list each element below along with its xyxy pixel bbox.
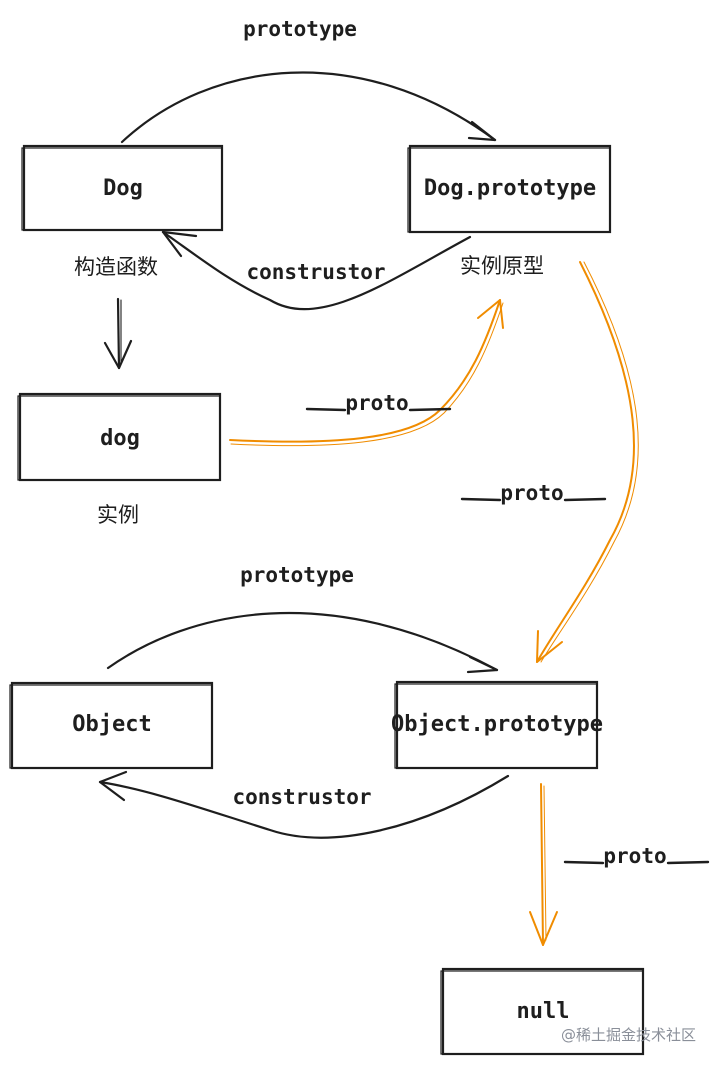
node-dog-prototype: Dog.prototype bbox=[407, 144, 612, 234]
edge-label-proto-objectprototype: proto bbox=[563, 844, 710, 868]
node-object-prototype: Object.prototype bbox=[391, 680, 603, 770]
node-dog-constructor: Dog bbox=[21, 144, 224, 232]
svg-text:proto: proto bbox=[603, 844, 666, 868]
edge-label-proto-dog: proto bbox=[305, 391, 452, 415]
edge-label-constructor-dog: construstor bbox=[246, 260, 385, 284]
edge-label-prototype-object: prototype bbox=[240, 563, 354, 587]
edge-label-prototype-dog: prototype bbox=[243, 17, 357, 41]
svg-text:null: null bbox=[517, 999, 570, 1024]
edge-dog-new-instance bbox=[103, 297, 133, 370]
edge-dog-prototype: prototype bbox=[120, 17, 497, 144]
label-instance-prototype: 实例原型 bbox=[460, 254, 544, 278]
edge-objectprototype-proto: proto bbox=[529, 783, 710, 946]
edge-object-prototype: prototype bbox=[106, 563, 499, 674]
watermark-text: @稀土掘金技术社区 bbox=[561, 1026, 696, 1044]
edge-object-constructor: construstor bbox=[98, 770, 510, 839]
svg-text:proto: proto bbox=[500, 481, 563, 505]
svg-text:proto: proto bbox=[345, 391, 408, 415]
node-dog-instance: dog bbox=[17, 392, 222, 482]
svg-text:Dog.prototype: Dog.prototype bbox=[424, 176, 596, 201]
svg-text:Object: Object bbox=[72, 712, 151, 737]
svg-text:Dog: Dog bbox=[103, 176, 143, 201]
svg-text:Object.prototype: Object.prototype bbox=[391, 712, 603, 737]
edge-label-constructor-object: construstor bbox=[232, 785, 371, 809]
edge-dog-proto: proto bbox=[229, 299, 504, 447]
edge-dogprototype-proto: proto bbox=[460, 261, 639, 663]
edge-dog-constructor: construstor bbox=[161, 230, 472, 311]
node-null: null bbox=[440, 967, 645, 1056]
label-instance: 实例 bbox=[97, 503, 139, 527]
node-object-constructor: Object bbox=[9, 681, 214, 770]
edge-label-proto-dogprototype: proto bbox=[460, 481, 607, 505]
label-constructor-function: 构造函数 bbox=[74, 255, 158, 279]
svg-text:dog: dog bbox=[100, 426, 140, 451]
